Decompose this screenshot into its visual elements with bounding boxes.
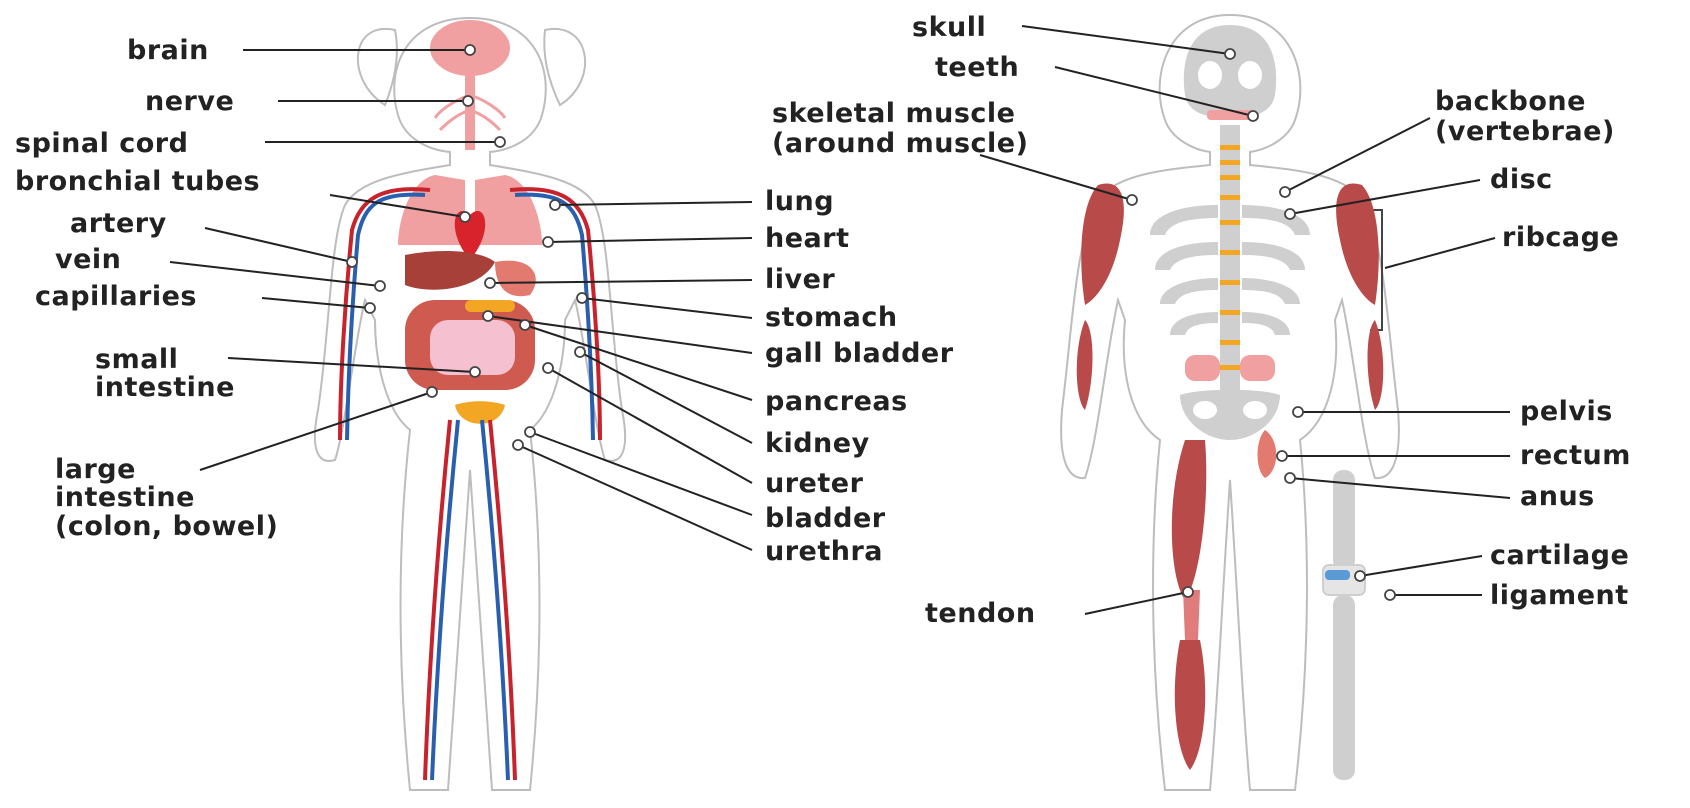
organ-right-pink — [1240, 355, 1275, 381]
label-anus: anus — [1520, 481, 1595, 512]
pelvis-hole-right — [1243, 401, 1267, 419]
organ-left-pink — [1185, 355, 1220, 381]
label-spinal-cord: spinal cord — [15, 128, 188, 159]
label-skull: skull — [912, 12, 986, 43]
label-backbone-2: (vertebrae) — [1435, 116, 1615, 147]
label-heart: heart — [765, 223, 849, 254]
skull-bone — [1184, 25, 1276, 118]
left-pigtail — [358, 29, 397, 105]
label-teeth: teeth — [935, 52, 1019, 83]
right-body — [1061, 15, 1399, 790]
label-kidney: kidney — [765, 428, 870, 459]
label-large-intestine-3: (colon, bowel) — [55, 511, 278, 542]
right-pigtail — [544, 29, 585, 105]
label-urethra: urethra — [765, 536, 883, 567]
label-cartilage: cartilage — [1490, 540, 1629, 571]
label-small-intestine-1: small — [95, 344, 178, 375]
label-stomach: stomach — [765, 302, 898, 333]
label-vein: vein — [55, 244, 121, 275]
pancreas-organ — [465, 300, 515, 312]
label-large-intestine-2: intestine — [55, 482, 195, 513]
cartilage-tissue — [1325, 570, 1350, 580]
femur-bone — [1333, 470, 1355, 570]
label-disc: disc — [1490, 164, 1553, 195]
pelvis-hole-left — [1193, 401, 1217, 419]
label-tendon: tendon — [925, 598, 1036, 629]
label-artery: artery — [70, 208, 167, 239]
label-pancreas: pancreas — [765, 386, 908, 417]
tibia-bone — [1333, 595, 1355, 780]
right-eye-socket — [1238, 61, 1262, 89]
label-large-intestine-1: large — [55, 454, 136, 485]
left-eye-socket — [1198, 61, 1222, 89]
label-small-intestine-2: intestine — [95, 372, 235, 403]
label-ribcage: ribcage — [1502, 222, 1619, 253]
label-brain: brain — [127, 35, 209, 66]
label-lung: lung — [765, 186, 834, 217]
label-rectum: rectum — [1520, 440, 1631, 471]
label-skeletal-muscle-2: (around muscle) — [772, 128, 1028, 159]
label-bronchial-tubes: bronchial tubes — [15, 166, 260, 197]
backbone-bone — [1220, 125, 1240, 395]
tendon-tissue — [1183, 590, 1200, 640]
label-capillaries: capillaries — [35, 281, 197, 312]
label-nerve: nerve — [145, 86, 234, 117]
label-gall-bladder: gall bladder — [765, 338, 954, 369]
label-bladder: bladder — [765, 503, 886, 534]
left-body — [315, 18, 625, 790]
label-ligament: ligament — [1490, 580, 1629, 611]
label-liver: liver — [765, 264, 835, 295]
label-skeletal-muscle-1: skeletal muscle — [772, 98, 1015, 129]
label-pelvis: pelvis — [1520, 396, 1613, 427]
label-ureter: ureter — [765, 468, 864, 499]
label-backbone-1: backbone — [1435, 86, 1586, 117]
